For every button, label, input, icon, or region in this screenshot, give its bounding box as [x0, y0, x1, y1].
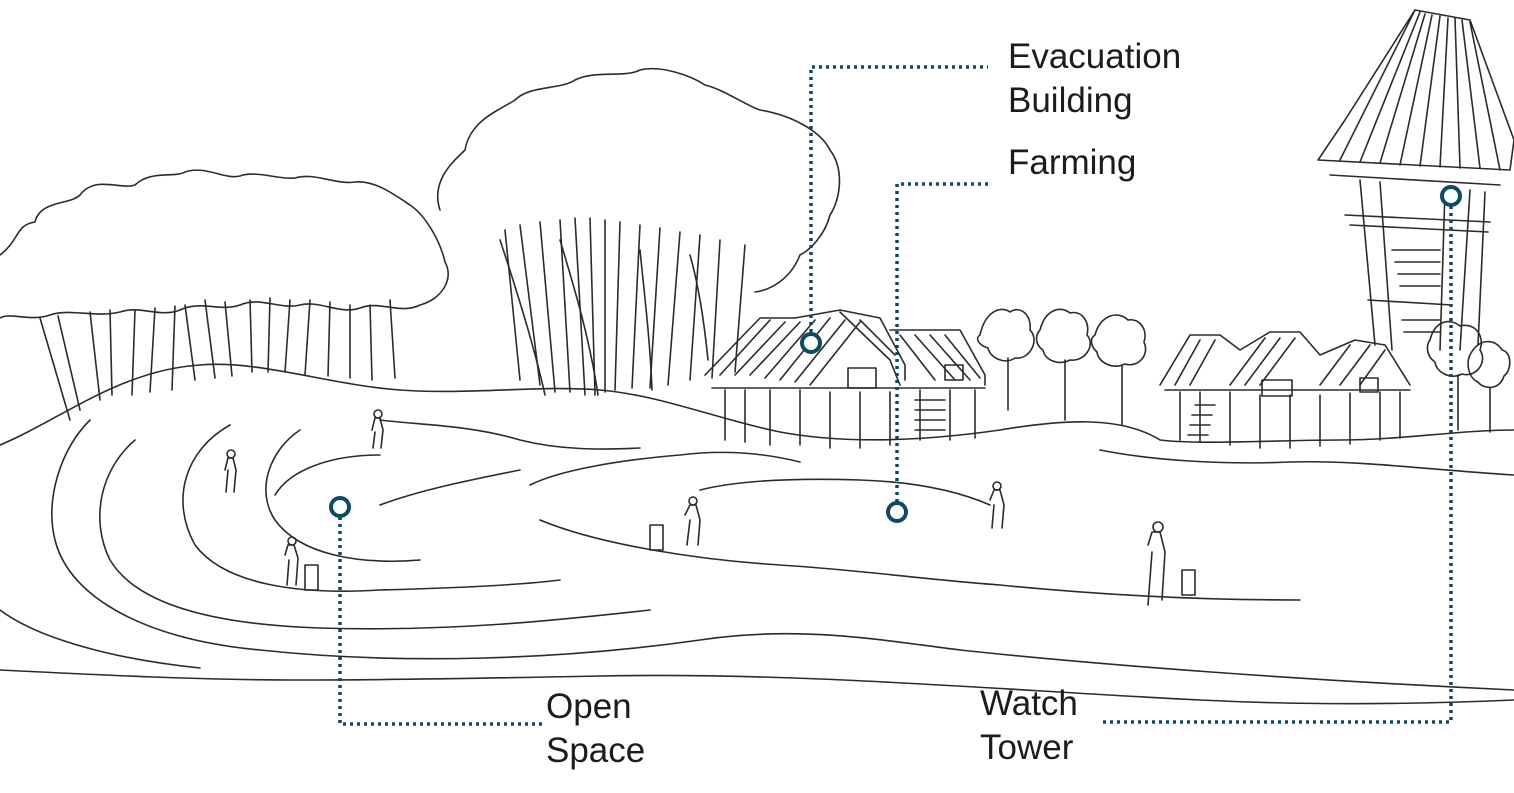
background-trees-icon: [976, 308, 1511, 433]
evacuation-building-label-line-1: Evacuation: [1008, 37, 1182, 76]
evacuation-building-label-line-2: Building: [1008, 81, 1133, 120]
right-stilt-house-icon: [1159, 331, 1411, 449]
watch-tower-marker-icon: [1440, 185, 1462, 207]
open-space-label-line-2: Space: [546, 731, 646, 770]
watch-tower-leader-line: [1102, 206, 1453, 724]
open-space-marker-icon: [329, 496, 351, 518]
watch-tower-label-line-1: Watch: [980, 684, 1078, 723]
person-figures-icon: [224, 409, 1196, 606]
evacuation-building-house-icon: [704, 309, 986, 449]
open-space-label-line-1: Open: [546, 687, 632, 726]
middle-tree-canopy-icon: [437, 67, 841, 396]
farming-leader-line: [895, 182, 990, 502]
watch-tower-icon: [1317, 9, 1514, 351]
farming-label-line-1: Farming: [1008, 143, 1137, 182]
open-space-leader-line: [338, 517, 545, 726]
open-space-label: Open Space: [546, 685, 645, 773]
evacuation-building-marker-icon: [800, 332, 822, 354]
farming-label: Farming: [1008, 141, 1136, 185]
ground-path-icon: [0, 363, 1514, 705]
watch-tower-label: Watch Tower: [980, 682, 1078, 770]
left-tree-canopy-icon: [0, 169, 449, 421]
evacuation-building-label: Evacuation Building: [1008, 35, 1181, 123]
watch-tower-label-line-2: Tower: [980, 728, 1074, 767]
farming-marker-icon: [886, 501, 908, 523]
